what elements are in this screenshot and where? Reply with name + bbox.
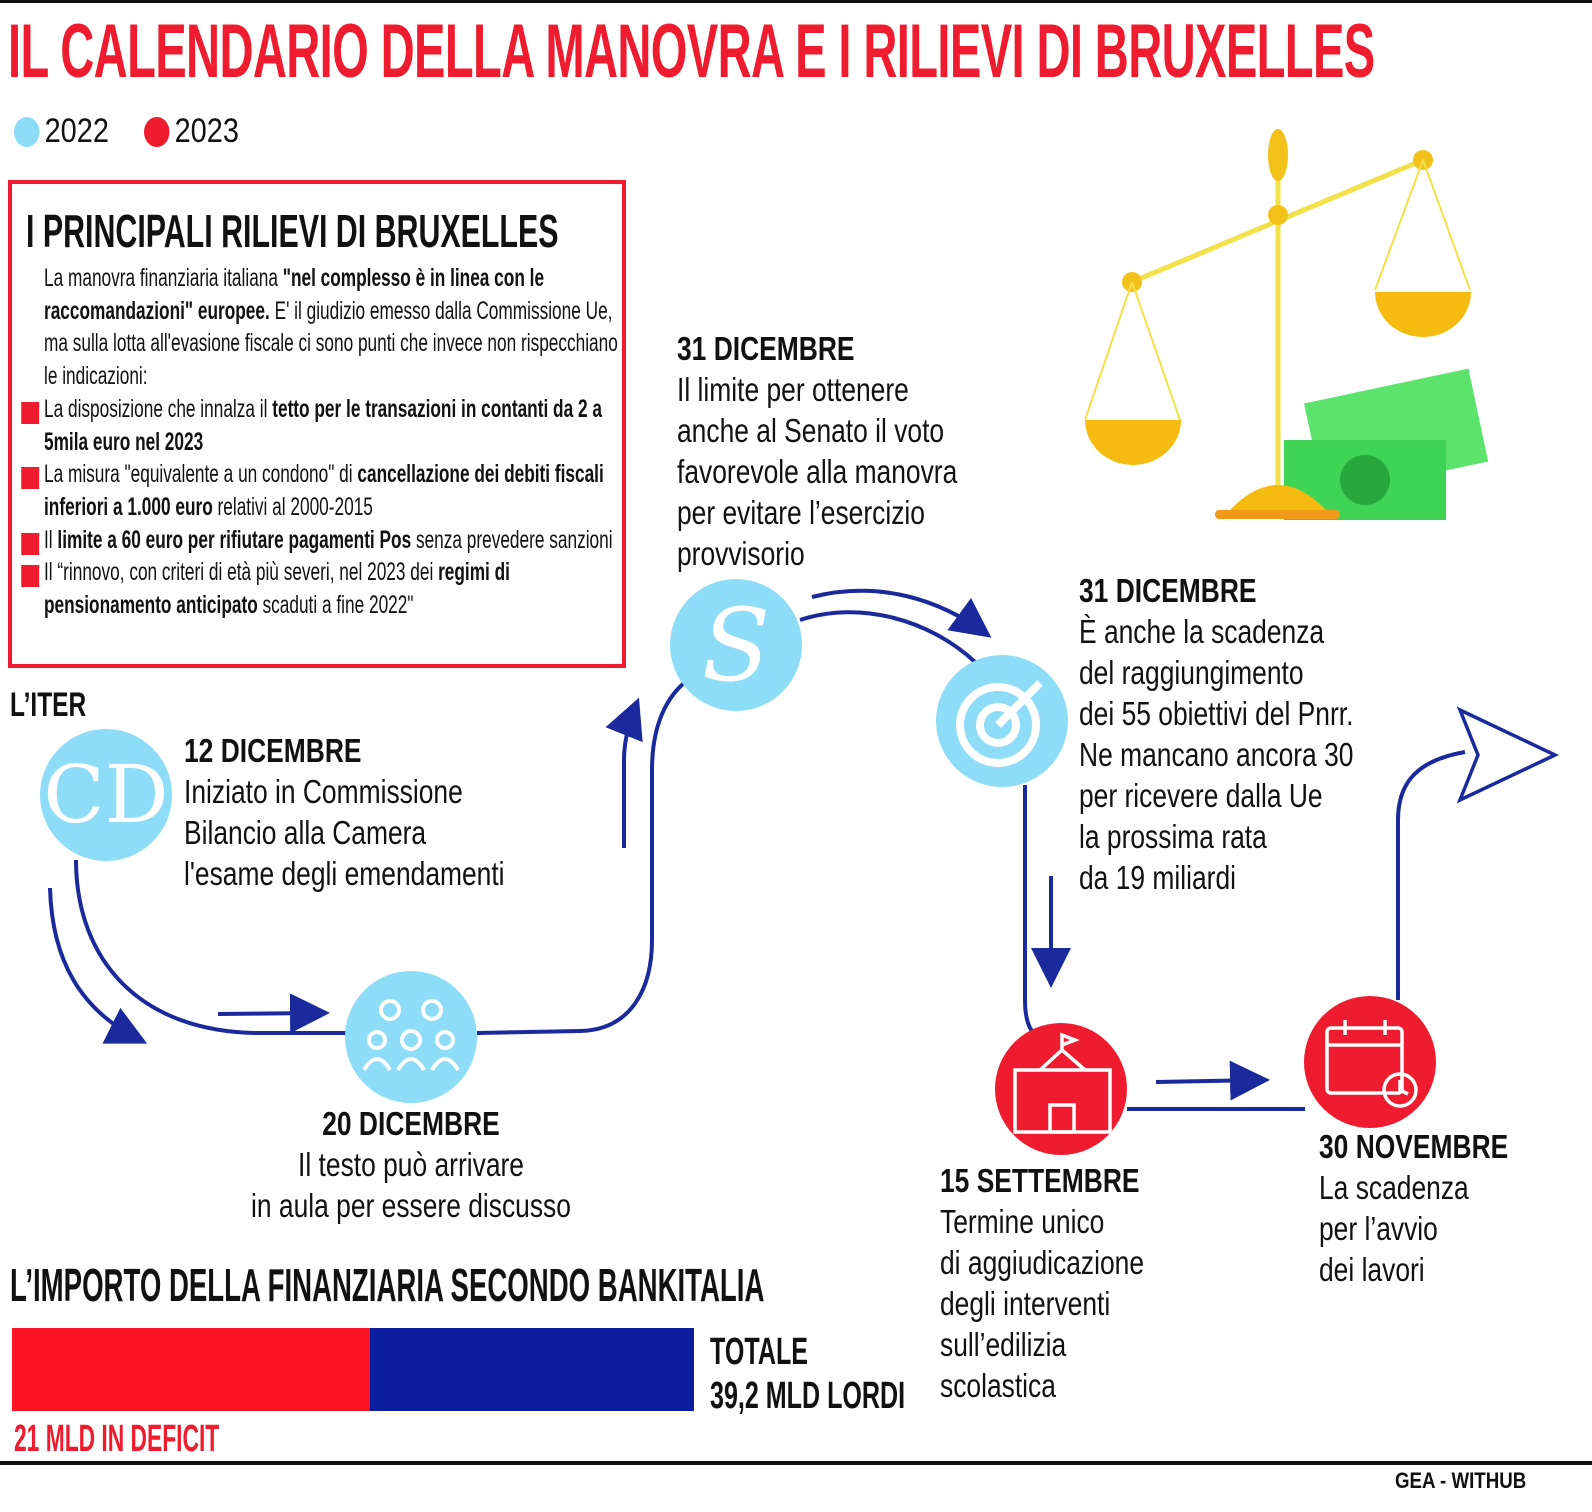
intro-text: La manovra finanziaria italiana	[44, 264, 283, 292]
legend-dot-2022	[14, 116, 40, 147]
senate-emblem-icon	[670, 579, 802, 711]
importo-bar	[12, 1328, 694, 1411]
calendar-clock-icon	[1304, 996, 1436, 1128]
intro: La manovra finanziaria italiana "nel com…	[44, 262, 631, 393]
bar-deficit-segment	[12, 1328, 371, 1411]
bottom-rule	[0, 1461, 1592, 1465]
event-icons: CD S	[40, 129, 1489, 1155]
importo-title: L’IMPORTO DELLA FINANZIARIA SECONDO BANK…	[10, 1259, 765, 1311]
legend-label: 2023	[174, 112, 239, 150]
bullet-item: Il “rinnovo, con criteri di età più seve…	[21, 556, 631, 621]
bullet-item: La disposizione che innalza il tetto per…	[21, 393, 631, 458]
people-group-icon	[345, 971, 477, 1103]
box-text: La manovra finanziaria italiana "nel com…	[21, 262, 631, 622]
intro-text: E' il giudizio emesso dalla Commissione …	[44, 296, 618, 391]
iter-label: L’ITER	[10, 686, 87, 724]
bullet-item: Il limite a 60 euro per rifiutare pagame…	[21, 524, 631, 557]
scale-money-icon	[1084, 129, 1489, 520]
rilievi-box: I PRINCIPALI RILIEVI DI BRUXELLES La man…	[8, 180, 626, 668]
svg-text:S: S	[702, 587, 771, 704]
credit: GEA - WITHUB	[1395, 1468, 1527, 1493]
bullet-item: La misura "equivalente a un condono" di …	[21, 458, 631, 523]
top-rule	[0, 0, 1592, 3]
svg-text:CD: CD	[43, 748, 168, 841]
box-title: I PRINCIPALI RILIEVI DI BRUXELLES	[26, 205, 559, 257]
legend-label: 2022	[44, 112, 109, 150]
bar-remaining-segment	[370, 1328, 694, 1411]
legend-2023: 2023	[144, 112, 239, 151]
intro-bold: "nel complesso è in linea con le raccoma…	[44, 264, 545, 325]
page-title: IL CALENDARIO DELLA MANOVRA E I RILIEVI …	[8, 9, 1375, 94]
camera-emblem-icon	[40, 729, 172, 861]
school-building-icon	[995, 1023, 1127, 1155]
legend-dot-2023	[144, 116, 170, 147]
deficit-label: 21 MLD IN DEFICIT	[14, 1418, 220, 1460]
legend-2022: 2022	[14, 112, 109, 151]
